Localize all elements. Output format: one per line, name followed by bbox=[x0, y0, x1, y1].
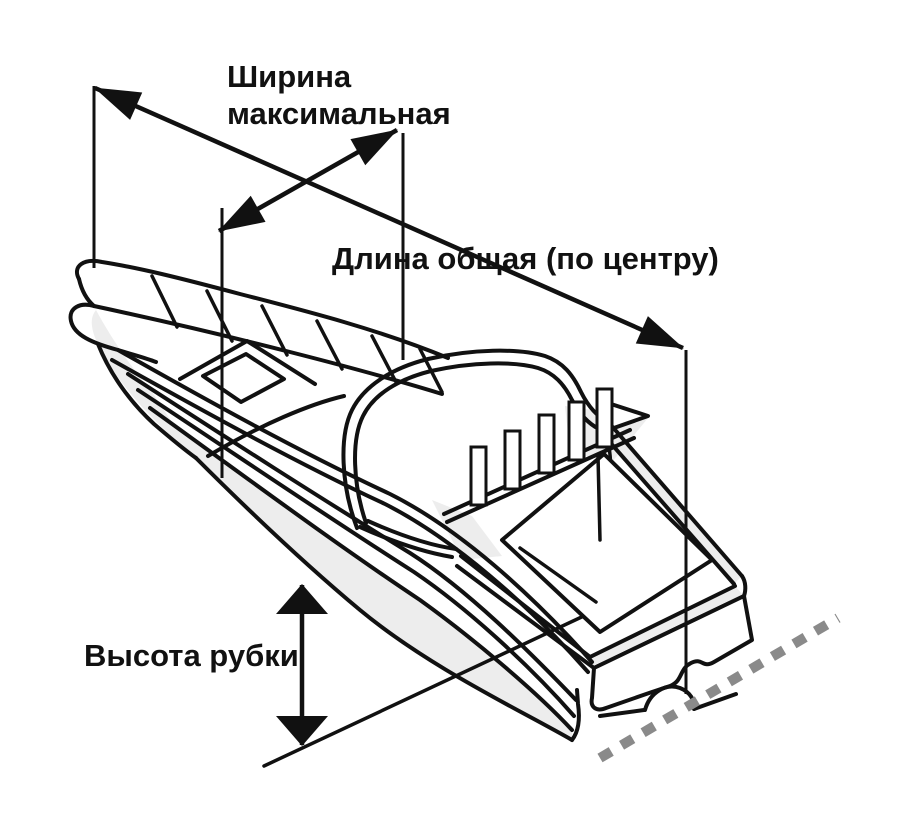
width-label: Ширина максимальная bbox=[227, 58, 451, 132]
width-label-line2: максимальная bbox=[227, 96, 451, 131]
dimension-annotations bbox=[92, 85, 688, 746]
keel-line bbox=[194, 456, 574, 742]
boat-hull bbox=[68, 259, 754, 768]
console-front-curve bbox=[206, 394, 346, 458]
foredeck-hatch-diamond bbox=[201, 352, 286, 404]
platform-bottom-left bbox=[598, 708, 646, 718]
cockpit-floor-line bbox=[518, 546, 598, 604]
gunwale-band-bow-join bbox=[77, 277, 96, 308]
railing-post bbox=[567, 400, 586, 462]
hull-band-shade bbox=[150, 408, 572, 740]
foredeck-chevron bbox=[178, 339, 317, 386]
chine-line bbox=[148, 406, 574, 732]
windshield-inner bbox=[353, 361, 601, 525]
length-label: Длина общая (по центру) bbox=[332, 241, 719, 276]
far-gunwale-cap-outer bbox=[608, 422, 744, 578]
sheer-line-outer bbox=[116, 348, 594, 664]
bow-stem bbox=[96, 342, 198, 460]
railing-post bbox=[537, 413, 556, 475]
transom-bottom-edge bbox=[570, 688, 581, 742]
railing-post bbox=[503, 429, 522, 491]
hull-strake-2 bbox=[136, 388, 576, 718]
far-gunwale-shade bbox=[601, 424, 742, 584]
width-dimension-arrow bbox=[217, 128, 399, 233]
height-label: Высота рубки bbox=[84, 638, 299, 673]
cockpit-seat-line bbox=[596, 454, 602, 542]
transom-cap-inner bbox=[588, 584, 737, 659]
transom-cap-shade bbox=[590, 586, 744, 668]
windshield-outer bbox=[341, 348, 610, 530]
near-gunwale-cap-outer bbox=[455, 564, 596, 670]
cockpit-step-shade bbox=[432, 500, 502, 560]
platform-bottom-right bbox=[692, 692, 738, 711]
stern-corner bbox=[740, 574, 748, 598]
cockpit-opening bbox=[500, 452, 714, 634]
width-label-line1: Ширина bbox=[227, 59, 352, 94]
railing-post bbox=[595, 387, 614, 449]
windshield-base-outer bbox=[358, 525, 454, 559]
railing-post bbox=[469, 445, 488, 507]
port-rail-inner bbox=[445, 436, 636, 524]
waterline-dotted-line bbox=[597, 613, 841, 763]
near-gunwale-cap-inner bbox=[459, 554, 592, 659]
windshield-base-inner bbox=[366, 519, 458, 551]
bow-beak bbox=[68, 302, 158, 364]
swim-platform bbox=[589, 594, 754, 712]
railing-posts bbox=[469, 387, 614, 507]
